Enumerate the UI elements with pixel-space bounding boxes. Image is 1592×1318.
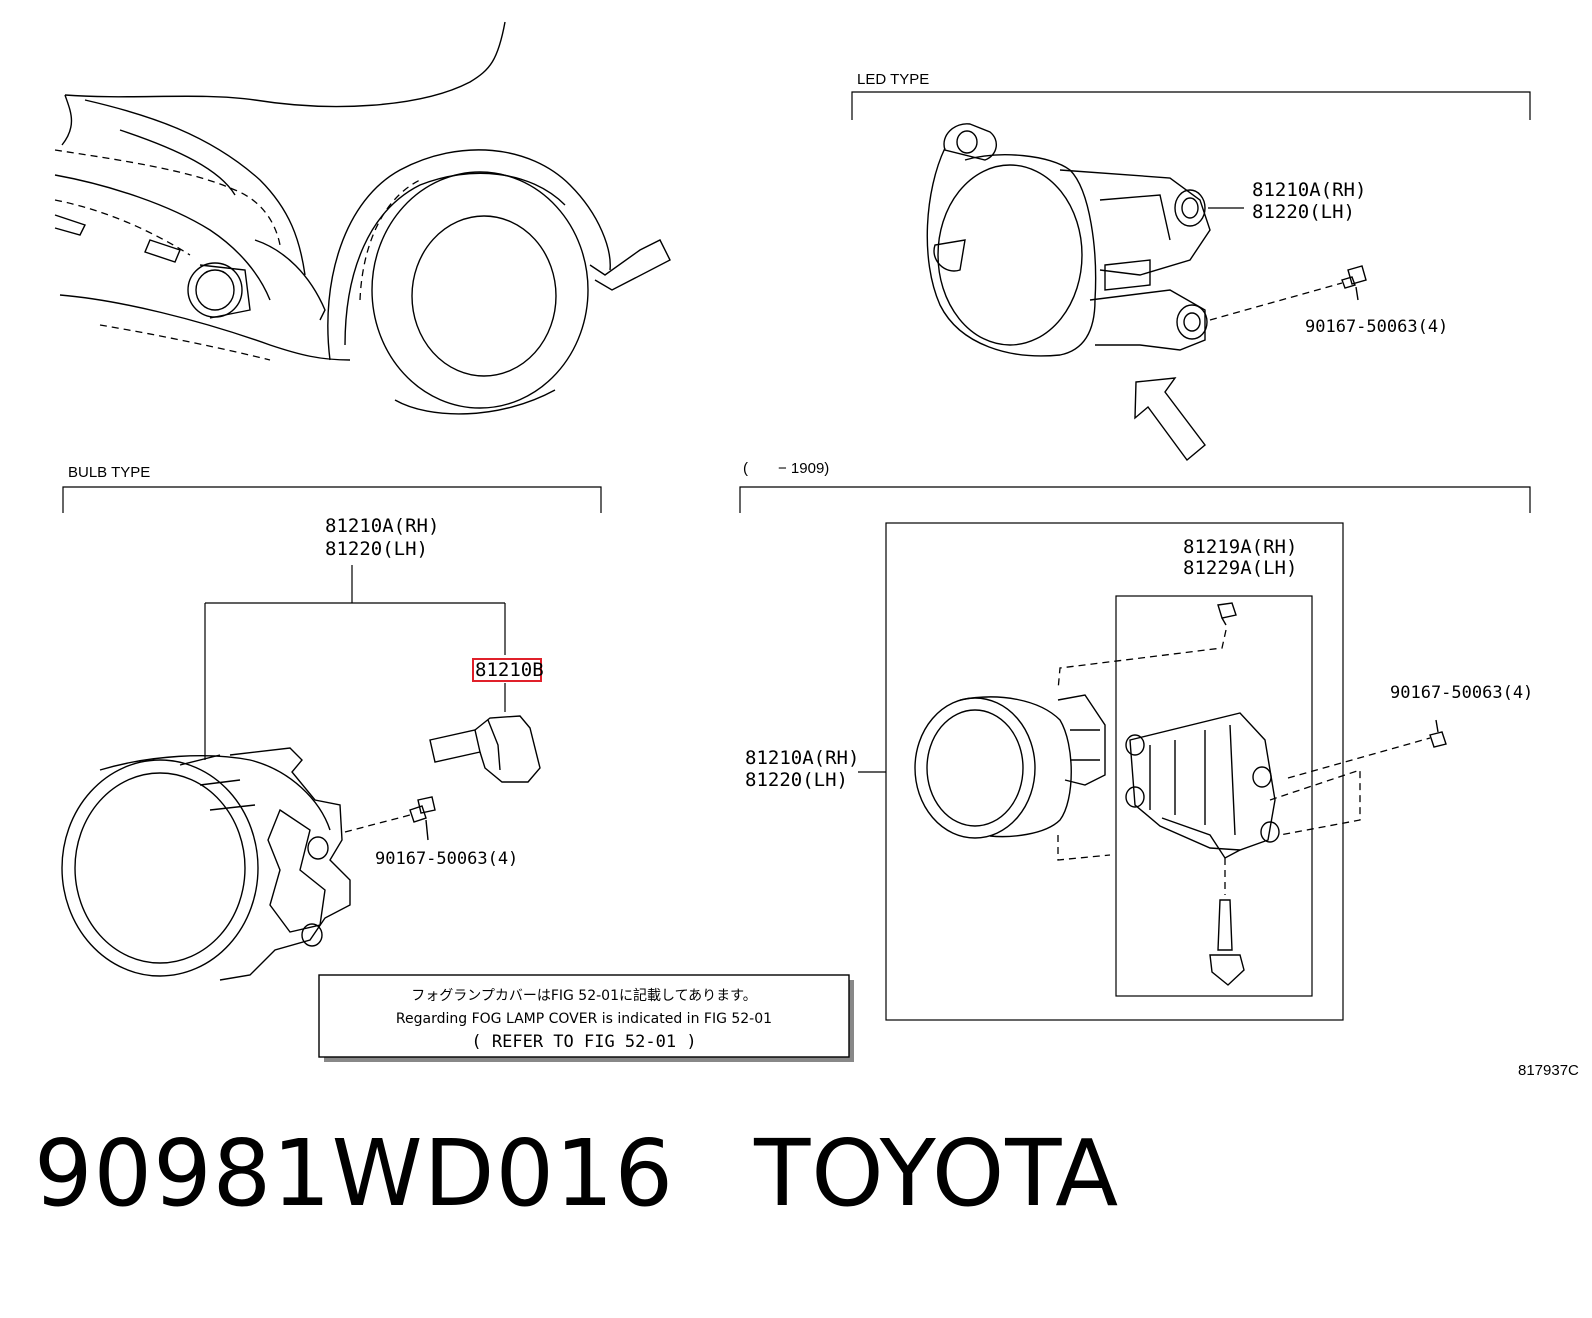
brand-name: TOYOTA xyxy=(754,1120,1120,1227)
label-bulb-lamp-rh: 81210A(RH) xyxy=(325,515,439,537)
led-fog-lamp-assembly xyxy=(926,123,1211,357)
leader-bulb-lamp xyxy=(204,565,506,760)
label-bulb-bolt: 90167-50063(4) xyxy=(375,849,518,869)
arrow-icon xyxy=(1134,377,1206,462)
note-line-jp: フォグランプカバーはFIG 52-01に記載してあります。 xyxy=(411,987,757,1004)
note-line-ref: ( REFER TO FIG 52-01 ) xyxy=(471,1032,696,1052)
label-bulb-bulb: 81210B xyxy=(475,659,544,681)
vehicle-front-outline xyxy=(54,21,671,415)
label-old-bracket-rh: 81219A(RH) xyxy=(1183,536,1297,558)
bulb-type-bracket xyxy=(62,486,602,513)
date-range-bracket xyxy=(739,486,1531,513)
leader-bracket xyxy=(1057,769,1361,861)
section-date-range: ( − 1909) xyxy=(743,460,829,477)
bulb-fog-lamp-assembly xyxy=(61,747,351,981)
part-number: 90981WD016 xyxy=(34,1120,675,1227)
bulb-part xyxy=(429,715,541,783)
old-fog-lamp-assembly xyxy=(914,694,1106,839)
bracket-subframe xyxy=(1115,595,1313,997)
old-bolt-icon xyxy=(1429,719,1447,748)
pin-part xyxy=(1209,899,1245,986)
bracket-part xyxy=(1125,712,1280,859)
old-type-frame xyxy=(885,522,1344,1021)
label-old-lamp-lh: 81220(LH) xyxy=(745,769,848,791)
label-led-lamp-lh: 81220(LH) xyxy=(1252,201,1355,223)
label-led-lamp-rh: 81210A(RH) xyxy=(1252,179,1366,201)
highlight-81210b xyxy=(472,658,542,682)
clip-icon xyxy=(1217,602,1237,626)
label-bulb-lamp-lh: 81220(LH) xyxy=(325,538,428,560)
leader-bulb-bolt xyxy=(344,814,411,833)
label-old-bolt: 90167-50063(4) xyxy=(1390,683,1533,703)
label-old-lamp-rh: 81210A(RH) xyxy=(745,747,859,769)
leader-led-bolt xyxy=(1209,282,1343,321)
note-box xyxy=(318,974,854,1062)
leader-clip xyxy=(1057,629,1227,691)
figure-number: 817937C xyxy=(1518,1062,1579,1079)
label-old-bracket-lh: 81229A(LH) xyxy=(1183,557,1297,579)
section-bulb-type: BULB TYPE xyxy=(68,464,150,481)
section-led-type: LED TYPE xyxy=(857,71,929,88)
label-led-bolt: 90167-50063(4) xyxy=(1305,317,1448,337)
note-line-en: Regarding FOG LAMP COVER is indicated in… xyxy=(396,1011,772,1027)
bulb-bolt-icon xyxy=(409,796,436,841)
led-bolt-icon xyxy=(1341,265,1367,301)
led-type-bracket xyxy=(851,91,1531,120)
leader-old-bolt xyxy=(1287,737,1431,779)
